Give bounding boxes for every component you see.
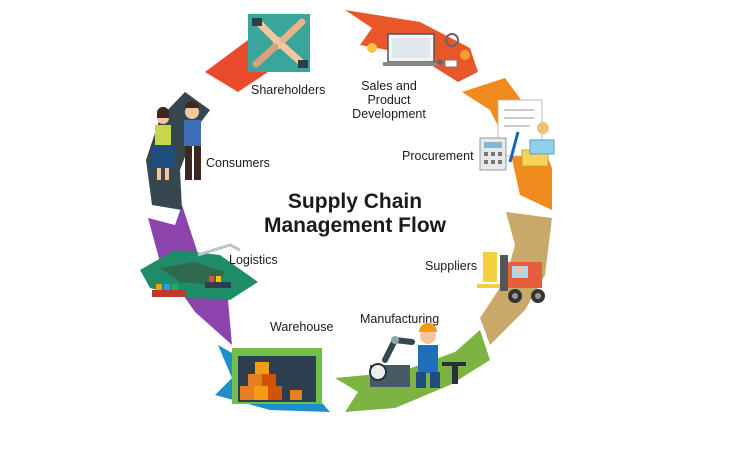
handshake-hands-icon (248, 14, 310, 72)
title-line-2: Management Flow (263, 214, 447, 237)
label-procurement: Procurement (402, 149, 474, 163)
diagram-title: Supply Chain Management Flow (235, 190, 475, 238)
warehouse-boxes-icon (232, 348, 322, 404)
label-warehouse: Warehouse (270, 320, 334, 334)
laptop-gears-icon (367, 33, 470, 68)
label-manufacturing: Manufacturing (360, 312, 440, 326)
label-consumers: Consumers (206, 156, 270, 170)
label-suppliers: Suppliers (425, 259, 478, 273)
documents-calculator-icon (479, 99, 555, 171)
couple-people-icon (150, 101, 201, 180)
label-logistics: Logistics (229, 253, 278, 267)
label-sales: Sales and Product Development (348, 79, 430, 121)
arrow-manufacturing (335, 330, 490, 412)
forklift-icon (477, 252, 545, 303)
cargo-ship-map-icon (140, 243, 258, 300)
label-sales-line-3: Development (352, 107, 426, 121)
worker-robot-arm-icon (369, 323, 466, 388)
label-sales-line-1: Sales and (361, 79, 417, 93)
label-shareholders: Shareholders (251, 83, 326, 97)
title-line-1: Supply Chain (287, 190, 423, 213)
label-sales-line-2: Product (367, 93, 411, 107)
